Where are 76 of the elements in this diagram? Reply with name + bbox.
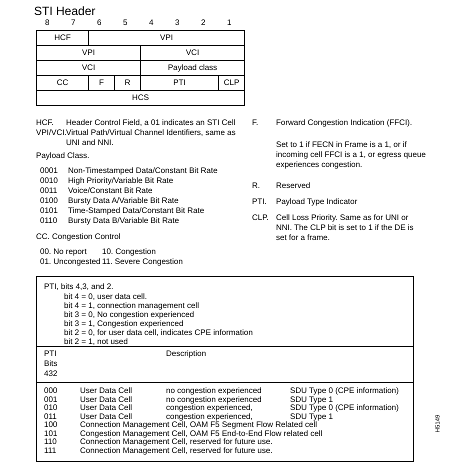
bit-number: 4 (149, 18, 154, 28)
header-field: HCF (36, 30, 89, 46)
table-cell-text: User Data Cell (80, 412, 132, 421)
table-cell-text: 101 (44, 428, 58, 438)
code-value: 0100 (40, 196, 58, 206)
table-cell-text: SDU Type 1 (290, 394, 333, 404)
table-cell: 000 (44, 386, 58, 396)
table-cell: Connection Management Cell, reserved for future use. (80, 446, 273, 456)
code-value: 0101 (40, 206, 58, 216)
table-cell-text: User Data Cell (80, 394, 132, 404)
bit-definition: bit 4 = 0, user data cell. (64, 292, 147, 302)
definition-text: Header Control Field, a 01 indicates an STI Cell (66, 118, 236, 128)
bit-number: 5 (123, 18, 128, 28)
bit-definition: bit 2 = 1, not used (64, 337, 128, 347)
definition-text: Payload Type Indicator (276, 197, 358, 207)
section-heading: CC. Congestion Control (36, 232, 120, 242)
bit-number: 6 (97, 18, 102, 28)
section-heading: Payload Class. (36, 151, 90, 161)
code-value: 0001 (40, 166, 58, 176)
code-value: 0110 (40, 216, 58, 226)
bit-definition: bit 2 = 0, for user data cell, indicates CPE information (64, 328, 253, 338)
bit-number: 2 (201, 18, 206, 28)
column-header: Description (166, 349, 206, 359)
bit-definition: bit 4 = 1, connection management cell (64, 301, 199, 311)
code-definition: 01. Uncongested (40, 257, 100, 267)
table-cell-text: 011 (44, 412, 57, 421)
table-cell: Connection Management Cell, reserved for future use. (80, 437, 273, 447)
table-cell: congestion experienced, (166, 403, 253, 413)
table-cell: 100 (44, 420, 58, 430)
table-cell: User Data Cell (80, 403, 132, 413)
table-cell: no congestion experienced (166, 386, 262, 396)
table-cell: 110 (44, 437, 57, 447)
table-cell-text: SDU Type 1 (290, 412, 333, 421)
table-cell: SDU Type 0 (CPE information) (290, 403, 399, 413)
definition-text: Virtual Path/Virtual Channel Identifiers, same as UNI and NNI. (66, 128, 236, 148)
header-field: VPI (88, 30, 245, 46)
table-cell: SDU Type 0 (CPE information) (290, 386, 399, 396)
bit-number: 8 (45, 18, 50, 28)
code-definition: 00. No report (40, 247, 87, 257)
table-cell: User Data Cell (80, 386, 132, 396)
code-definition: 10. Congestion (102, 247, 156, 257)
definition-text: Time-Stamped Data/Constant Bit Rate (68, 206, 206, 216)
term: PTI. (252, 197, 267, 207)
definition-text: Non-Timestamped Data/Constant Bit Rate (68, 166, 219, 176)
code-value: 0011 (40, 186, 58, 196)
table-cell-text: congestion experienced, (166, 412, 253, 421)
title: STI Header (34, 4, 96, 18)
definition-text: Bursty Data A/Variable Bit Rate (68, 196, 180, 206)
panel-heading: PTI, bits 4,3, and 2. (44, 282, 114, 292)
bit-number: 1 (227, 18, 232, 28)
bit-number: 3 (175, 18, 180, 28)
term: F. (252, 118, 258, 128)
bit-number: 7 (71, 18, 76, 28)
code-definition: 11. Severe Congestion (102, 257, 183, 267)
bit-definition: bit 3 = 1, Congestion experienced (64, 319, 184, 329)
term: CLP. (252, 213, 269, 223)
code-value: 0010 (40, 176, 58, 186)
header-field: HCS (36, 90, 245, 106)
column-header: PTI Bits 432 (44, 349, 58, 379)
table-cell: Connection Management Cell, OAM F5 Segment Flow Related cell (80, 420, 317, 430)
definition-text: Bursty Data B/Variable Bit Rate (68, 216, 180, 226)
table-cell: 111 (44, 446, 56, 456)
bit-definition: bit 3 = 0, No congestion experienced (64, 310, 194, 320)
table-cell-text: no congestion experienced (166, 394, 262, 404)
term: HCF. (36, 118, 54, 128)
definition-text: Reserved (276, 181, 312, 191)
definition-text: Cell Loss Priority. Same as for UNI or NNI. The CLP bit is set to 1 if the DE is set for a frame. (276, 213, 415, 243)
table-cell-text: 001 (44, 394, 58, 404)
table-cell-text: Congestion Management Cell, OAM F5 End-to-End Flow related cell (80, 428, 322, 438)
definition-text: Forward Congestion Indication (FFCI). (276, 118, 414, 128)
definition-text: Set to 1 if FECN in Frame is a 1, or if incoming cell FFCI is a 1, or egress queue experiences congestion. (276, 140, 426, 170)
table-cell: 010 (44, 403, 58, 413)
term: R. (252, 181, 260, 191)
definition-text: Voice/Constant Bit Rate (68, 186, 154, 196)
term: VPI/VCI. (36, 128, 67, 138)
definition-text: High Priority/Variable Bit Rate (68, 176, 174, 186)
